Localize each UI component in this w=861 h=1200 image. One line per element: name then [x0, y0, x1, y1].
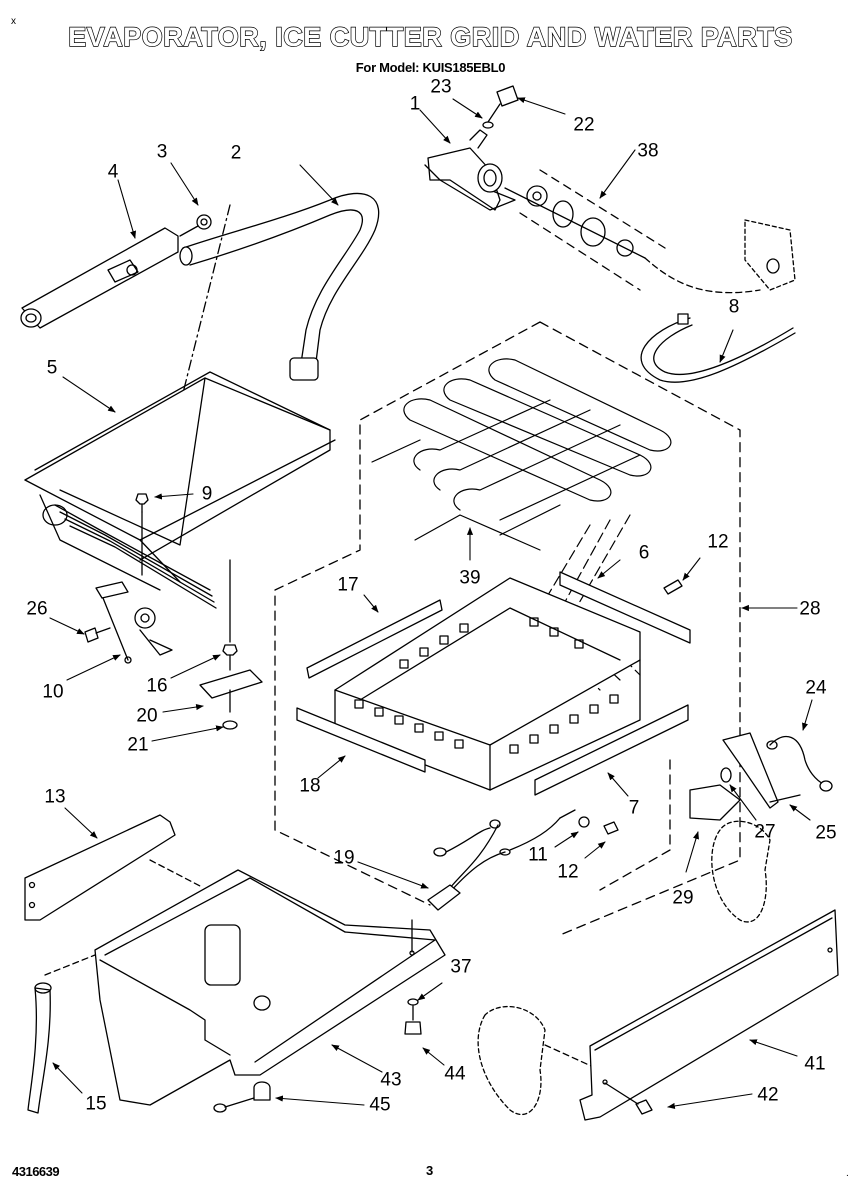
callout-17: 17 — [337, 574, 359, 596]
dashed-outline-door-panel-bottom — [477, 820, 771, 1116]
part-3-grommet — [179, 214, 212, 237]
callout-22: 22 — [573, 114, 595, 136]
callout-20: 20 — [136, 705, 158, 727]
callout-43: 43 — [380, 1069, 402, 1091]
callout-11: 11 — [528, 844, 548, 866]
callout-6: 6 — [638, 542, 650, 564]
part-15-drain-hose — [27, 954, 96, 1114]
part-6-grid-rail — [559, 571, 691, 644]
part-44-screw — [404, 1005, 422, 1035]
part-25-bracket — [722, 732, 801, 809]
callout-39: 39 — [459, 567, 481, 589]
page-number: 3 — [426, 1163, 434, 1178]
corner-mark: x — [11, 16, 16, 27]
part-18-grid-rail — [296, 707, 426, 773]
callout-15: 15 — [85, 1093, 107, 1115]
callout-27: 27 — [754, 821, 776, 843]
part-37-washer — [407, 998, 419, 1006]
part-10-clip — [95, 581, 173, 664]
callout-13: 13 — [44, 786, 66, 808]
part-5-evaporator-pan — [24, 371, 336, 609]
part-8-water-tube — [640, 313, 796, 383]
callout-28: 28 — [799, 598, 821, 620]
callout-9: 9 — [201, 483, 213, 505]
callout-2: 2 — [230, 142, 242, 164]
part-2-fill-tube — [179, 192, 380, 381]
callout-5: 5 — [46, 357, 58, 379]
callout-41: 41 — [804, 1053, 826, 1075]
dashed-outline-door-panel-top — [644, 219, 796, 294]
callout-25: 25 — [815, 822, 837, 844]
part-1-water-valve — [424, 129, 516, 211]
part-4-tube-heater — [20, 227, 179, 329]
part-26-screw — [84, 627, 111, 643]
callout-4: 4 — [107, 161, 119, 183]
callout-18: 18 — [299, 775, 321, 797]
part-12-upper-screw — [663, 579, 683, 595]
document-number: 4316639 — [12, 1164, 60, 1179]
callout-19: 19 — [333, 847, 355, 869]
callout-37: 37 — [450, 956, 472, 978]
callout-10: 10 — [42, 681, 64, 703]
callout-24: 24 — [805, 677, 827, 699]
callout-1: 1 — [409, 93, 421, 115]
callout-12-upper: 12 — [707, 531, 729, 553]
model-subtitle: For Model: KUIS185EBL0 — [355, 60, 506, 75]
callout-44: 44 — [444, 1063, 466, 1085]
callout-3: 3 — [156, 141, 168, 163]
leader-arrows — [49, 97, 813, 1109]
callout-23: 23 — [430, 76, 452, 98]
callout-29: 29 — [672, 887, 694, 909]
callout-38: 38 — [637, 140, 659, 162]
part-13-bracket — [24, 814, 201, 921]
part-9-screw — [135, 493, 149, 576]
part-22-fitting — [487, 85, 519, 123]
part-41-panel — [579, 909, 839, 1121]
callout-16: 16 — [146, 675, 168, 697]
corner-dot-mark: . — [846, 1168, 849, 1179]
callout-21: 21 — [127, 734, 149, 756]
part-38-inlet-kit — [504, 169, 666, 291]
callout-8: 8 — [728, 296, 740, 318]
part-12-lower-screw — [603, 821, 619, 835]
part-28-assembly-outline — [274, 321, 741, 936]
part-42-screw — [604, 1082, 653, 1115]
part-17-grid-rail — [306, 599, 443, 679]
part-16-20-21-fasteners — [199, 559, 263, 730]
part-39-cutter-grid — [371, 358, 672, 691]
part-11-washer — [578, 816, 590, 828]
part-23-washer — [482, 121, 494, 129]
callout-12-lower: 12 — [557, 861, 579, 883]
callout-7: 7 — [628, 797, 640, 819]
part-29-cover — [689, 784, 741, 821]
callout-26: 26 — [26, 598, 48, 620]
page-title: EVAPORATOR, ICE CUTTER GRID AND WATER PA… — [68, 21, 793, 52]
part-7-grid-rail — [534, 704, 689, 796]
part-43-water-reservoir — [94, 869, 446, 1106]
part-27-grommet — [720, 767, 732, 783]
callout-42: 42 — [757, 1084, 779, 1106]
part-24-harness — [766, 735, 833, 792]
part-19-wire-harness — [427, 809, 576, 911]
callout-45: 45 — [369, 1094, 391, 1116]
part-45-thermistor — [213, 1081, 271, 1113]
